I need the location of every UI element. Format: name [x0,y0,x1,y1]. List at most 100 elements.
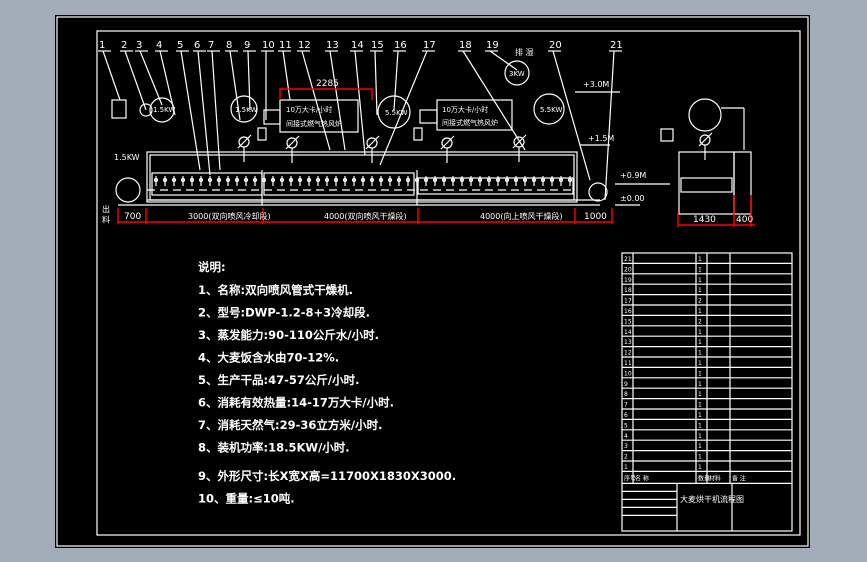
table-cell: 3 [624,443,628,450]
callout-10: 10 [262,40,275,51]
note-item: 9、外形尺寸:长X宽X高=11700X1830X3000. [198,469,456,483]
fan-4 [504,60,530,86]
table-header: 数量 [698,474,710,482]
svg-text:出 料: 出 料 [102,204,111,225]
callout-11: 11 [279,40,292,51]
callout-21: 21 [610,40,623,51]
table-cell: 1 [698,277,702,284]
table-cell: 1 [624,464,628,471]
svg-text:3000(双向喷风冷却段): 3000(双向喷风冷却段) [188,211,271,221]
table-cell: 1 [698,381,702,388]
notes: 说明: 1、名称:双向喷风管式干燥机.2、型号:DWP-1.2-8+3冷却段.3… [198,260,456,506]
svg-text:大麦烘干机流程图: 大麦烘干机流程图 [680,494,744,504]
svg-text:+1.5M: +1.5M [588,134,614,143]
callout-14: 14 [351,40,364,51]
table-cell: 1 [698,402,702,409]
table-header: 名 称 [635,474,649,482]
table-cell: 2 [698,318,702,325]
svg-text:400: 400 [736,215,753,225]
table-cell: 1 [698,360,702,367]
callout-5: 5 [177,40,183,51]
svg-text:4000(双向喷风干燥段): 4000(双向喷风干燥段) [324,211,407,221]
table-cell: 2 [624,454,628,461]
table-header: 备 注 [732,474,746,482]
svg-text:10万大卡/小时: 10万大卡/小时 [442,105,488,114]
table-cell: 1 [698,454,702,461]
table-cell: 18 [624,287,632,294]
note-item: 5、生产干品:47-57公斤/小时. [198,373,359,387]
svg-text:10万大卡/小时: 10万大卡/小时 [286,105,332,114]
table-cell: 1 [698,339,702,346]
note-item: 3、蒸发能力:90-110公斤水/小时. [198,328,379,342]
table-cell: 1 [698,256,702,263]
table-cell: 10 [624,370,632,377]
svg-text:2285: 2285 [316,79,339,89]
callout-20: 20 [549,40,562,51]
svg-text:1430: 1430 [693,215,716,225]
svg-text:+0.9M: +0.9M [620,171,646,180]
callout-18: 18 [459,40,472,51]
table-cell: 1 [698,433,702,440]
table-cell: 19 [624,277,632,284]
fan-2 [230,95,258,123]
callout-1: 1 [99,40,105,51]
note-item: 6、消耗有效热量:14-17万大卡/小时. [198,396,394,410]
callout-12: 12 [298,40,311,51]
table-cell: 16 [624,308,632,315]
note-item: 2、型号:DWP-1.2-8+3冷却段. [198,306,370,320]
svg-text:+3.0M: +3.0M [583,80,609,89]
table-cell: 9 [624,381,628,388]
svg-text:说明:: 说明: [198,260,226,274]
fan-5 [533,93,565,125]
dimension-lines: 2285 700 3000(双向喷风冷却段) 4000(双向喷风干燥段) 400… [117,79,755,227]
callout-19: 19 [486,40,499,51]
callout-8: 8 [226,40,232,51]
table-cell: 1 [698,412,702,419]
table-cell: 15 [624,318,632,325]
table-cell: 1 [698,287,702,294]
table-cell: 1 [698,329,702,336]
dryer-body [115,151,608,206]
table-cell: 4 [624,433,628,440]
elevation-marks: +3.0M +1.5M +0.9M ±0.00 [575,80,670,206]
table-cell: 14 [624,329,632,336]
note-item: 7、消耗天然气:29-36立方米/小时. [198,418,382,432]
svg-text:5.5KW: 5.5KW [385,109,407,117]
table-header: 序号 [624,474,636,482]
svg-text:700: 700 [124,212,141,222]
svg-text:±0.00: ±0.00 [620,194,645,203]
table-cell: 1 [698,370,702,377]
table-cell: 1 [698,308,702,315]
table-cell: 11 [624,360,632,367]
callout-15: 15 [371,40,384,51]
svg-text:1.5KW: 1.5KW [114,153,140,162]
table-cell: 1 [698,464,702,471]
drawing-canvas [55,15,810,548]
note-item: 10、重量:≤10吨. [198,492,295,506]
inner-frame [96,30,801,536]
table-cell: 1 [698,391,702,398]
svg-text:4000(向上喷风干燥段): 4000(向上喷风干燥段) [480,211,563,221]
callout-2: 2 [121,40,127,51]
callout-6: 6 [194,40,200,51]
table-cell: 8 [624,391,628,398]
svg-text:排 湿: 排 湿 [515,47,534,57]
equipment: 1.5KW 1.5KW 10万大卡/小时 间接式燃气热风炉 5.5KW 10万大… [102,47,752,225]
svg-text:5.5KW: 5.5KW [540,106,562,114]
callout-3: 3 [136,40,142,51]
callout-7: 7 [208,40,214,51]
callout-17: 17 [423,40,436,51]
callout-16: 16 [394,40,407,51]
table-header: 材料 [709,474,721,482]
table-cell: 12 [624,350,632,357]
table-cell: 17 [624,298,632,305]
note-item: 4、大麦饭含水由70-12%. [198,351,339,365]
outer-border [56,16,809,547]
callout-13: 13 [326,40,339,51]
svg-text:间接式燃气热风炉: 间接式燃气热风炉 [286,119,342,128]
table-cell: 2 [698,298,702,305]
svg-text:1.5KW: 1.5KW [153,106,175,114]
